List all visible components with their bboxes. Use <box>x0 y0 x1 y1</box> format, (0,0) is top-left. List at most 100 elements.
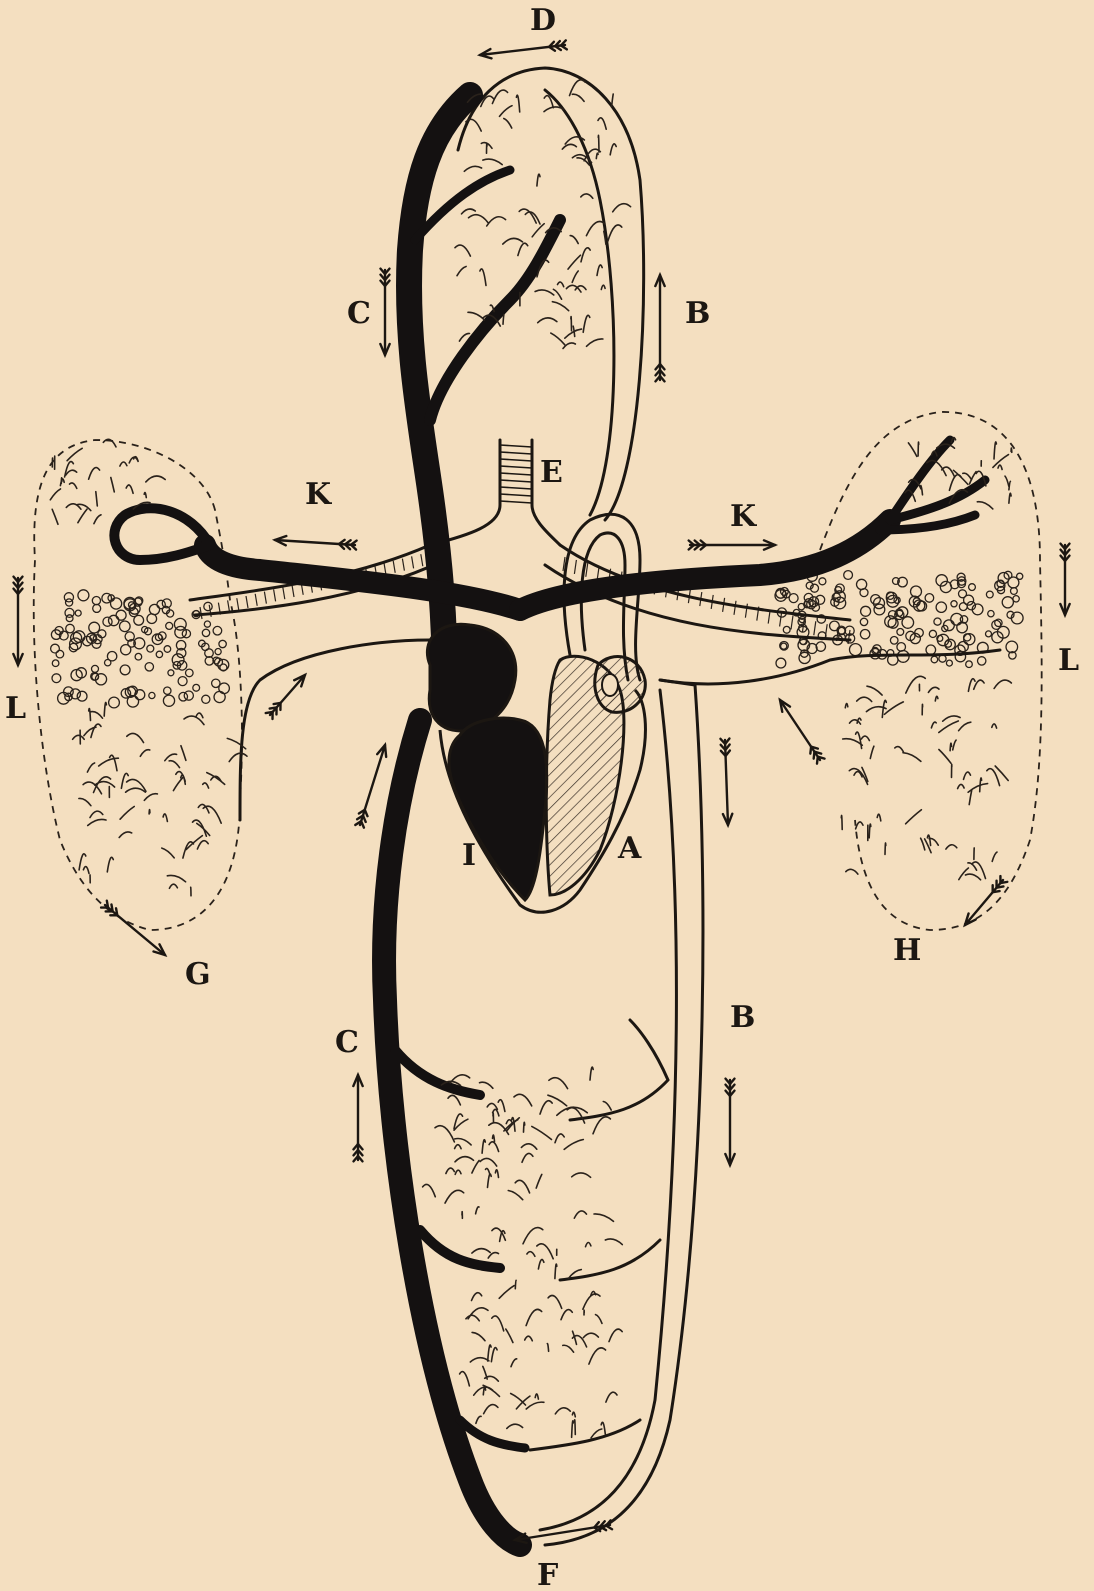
bronchus-ring <box>586 563 588 577</box>
capillary <box>483 1387 485 1395</box>
alveolus <box>66 624 75 633</box>
capillary <box>514 1094 532 1106</box>
alveolus <box>75 610 81 616</box>
capillary <box>476 1416 481 1423</box>
capillary <box>163 814 167 822</box>
alveolus <box>120 621 131 632</box>
flow-arrow <box>353 1075 362 1161</box>
alveolus <box>957 622 968 633</box>
capillary <box>435 1126 454 1142</box>
alveolus <box>147 614 157 624</box>
flow-arrow-feather <box>561 45 567 49</box>
capillary <box>193 820 207 836</box>
capillary <box>609 1329 622 1341</box>
left-lung-alveoli <box>51 590 230 708</box>
capillary <box>507 1424 523 1428</box>
capillary <box>589 1348 606 1364</box>
capillary <box>870 746 874 758</box>
alveolus <box>1006 641 1018 653</box>
alveolus <box>819 578 826 585</box>
alveolus <box>175 626 187 638</box>
capillary <box>843 739 863 746</box>
trachea-ring <box>500 459 532 461</box>
capillary <box>943 716 960 721</box>
flow-arrow <box>965 876 1007 925</box>
capillary <box>129 457 138 463</box>
label-k-left: K <box>305 477 332 512</box>
capillary <box>906 676 926 693</box>
capillary <box>472 1161 479 1174</box>
alveolus <box>986 591 993 598</box>
capillary <box>52 509 58 524</box>
capillary <box>535 290 554 295</box>
alveolus <box>202 629 209 636</box>
capillary <box>1005 476 1009 486</box>
capillary <box>972 862 986 879</box>
capillary <box>472 1332 485 1340</box>
alveolus <box>969 584 976 591</box>
capillary <box>503 238 523 244</box>
capillary <box>464 166 481 171</box>
capillary <box>96 492 98 506</box>
capillary <box>521 1144 536 1149</box>
capillary <box>120 462 127 466</box>
capillary <box>935 696 938 701</box>
capillary <box>448 1095 460 1105</box>
capillary <box>869 824 871 838</box>
bronchus-ring <box>848 630 850 644</box>
trachea-ring <box>500 445 532 447</box>
capillary <box>167 875 185 881</box>
alveolus <box>874 604 885 615</box>
alveolus <box>934 618 941 625</box>
alveolus <box>103 617 112 626</box>
alveolus <box>966 661 973 668</box>
flow-arrow-feather <box>1000 882 1007 883</box>
flow-arrow-feather <box>274 703 281 704</box>
capillary <box>504 119 512 129</box>
capillary <box>968 784 988 793</box>
capillary <box>846 869 858 874</box>
capillary <box>877 814 881 821</box>
capillary <box>165 754 177 761</box>
alveolus <box>929 630 936 637</box>
flow-arrow <box>275 536 357 550</box>
capillary <box>488 1253 498 1259</box>
capillary <box>525 212 540 224</box>
flow-arrow <box>13 577 22 665</box>
capillary <box>594 1214 614 1221</box>
lower-artery-branch-1 <box>570 1020 668 1120</box>
alveolus <box>120 665 130 675</box>
capillary <box>949 475 961 491</box>
lower-artery-branch-3 <box>530 1420 640 1450</box>
capillary <box>127 733 144 742</box>
capillary <box>558 282 564 287</box>
alveolus <box>781 643 787 649</box>
capillary <box>460 1372 470 1386</box>
capillary <box>518 243 528 255</box>
capillary <box>468 1308 488 1319</box>
alveolus <box>219 640 226 647</box>
capillary <box>548 1295 562 1308</box>
heart-valve-opening <box>602 674 618 696</box>
capillary <box>571 317 572 331</box>
capillary <box>149 810 150 814</box>
capillary <box>590 1067 593 1080</box>
capillary <box>857 697 872 701</box>
capillary <box>841 815 842 829</box>
capillary <box>861 736 869 740</box>
bronchus-ring <box>402 559 404 571</box>
alveolus <box>959 603 967 611</box>
trachea-ring <box>500 452 532 454</box>
capillary <box>977 502 993 509</box>
capillary <box>486 1168 490 1174</box>
capillary <box>1009 493 1011 503</box>
capillary <box>587 339 603 346</box>
capillary <box>484 1405 498 1414</box>
capillary <box>553 289 561 299</box>
alveolus <box>988 611 994 617</box>
capillary <box>511 1359 517 1367</box>
pulmonary-artery-right <box>660 650 1000 684</box>
capillary <box>885 843 886 854</box>
alveolus <box>925 594 934 603</box>
capillary <box>120 807 134 820</box>
